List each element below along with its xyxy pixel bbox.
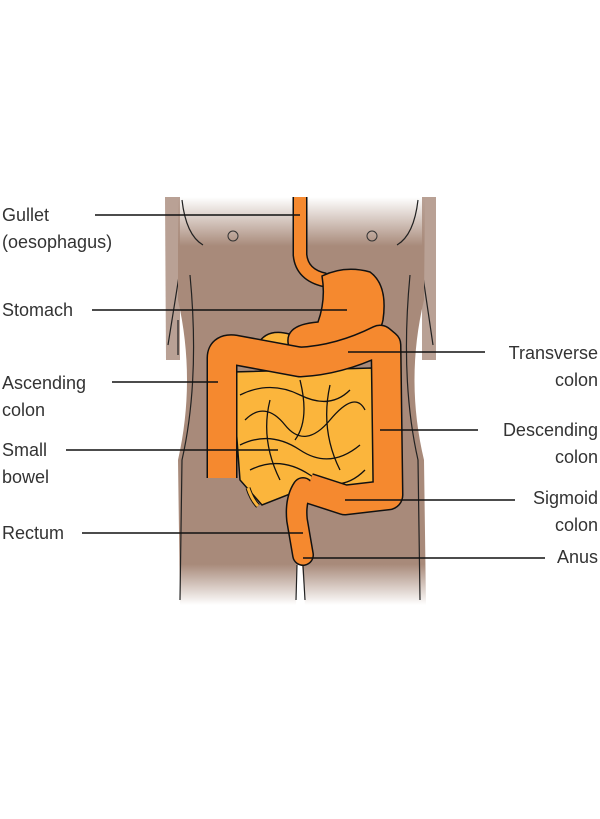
right-arm [422,197,436,360]
label-stomach: Stomach [2,300,74,320]
left-nipple [227,230,239,242]
label-gullet: Gullet(oesophagus) [2,205,113,252]
large-intestine [206,324,404,566]
right-nipple [366,230,378,242]
label-anus: Anus [556,547,598,567]
left-arm [165,197,180,360]
leader-lines [66,214,545,559]
label-rectum: Rectum [2,523,65,543]
